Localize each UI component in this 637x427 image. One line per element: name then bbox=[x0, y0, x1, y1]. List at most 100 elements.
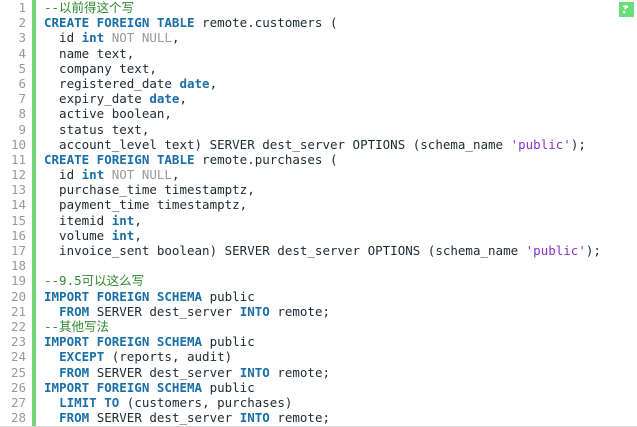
line-content: FROM SERVER dest_server INTO remote; bbox=[44, 365, 330, 380]
token-plain: registered_date bbox=[44, 75, 180, 91]
code-fold-icon[interactable] bbox=[619, 2, 634, 17]
token-kw: INTO bbox=[239, 364, 270, 380]
code-line[interactable]: 22--其他写法 bbox=[0, 319, 637, 334]
token-typ: int bbox=[111, 212, 135, 228]
token-kw: CREATE FOREIGN TABLE bbox=[44, 151, 195, 167]
line-number: 8 bbox=[18, 106, 26, 122]
token-plain: remote; bbox=[269, 364, 331, 380]
line-number: 13 bbox=[10, 182, 26, 198]
token-plain: ); bbox=[570, 136, 586, 152]
code-line[interactable]: 16 volume int, bbox=[0, 228, 637, 243]
code-line[interactable]: 15 itemid int, bbox=[0, 213, 637, 228]
line-number: 6 bbox=[18, 75, 26, 91]
code-line[interactable]: 12 id int NOT NULL, bbox=[0, 167, 637, 182]
code-line[interactable]: 5 company text, bbox=[0, 61, 637, 76]
token-kw: LIMIT TO bbox=[59, 394, 120, 410]
token-plain: SERVER dest_server bbox=[89, 364, 240, 380]
token-plain: name text, bbox=[44, 45, 135, 61]
token-plain bbox=[44, 304, 59, 319]
token-plain: public bbox=[202, 379, 255, 395]
token-kw: IMPORT FOREIGN SCHEMA bbox=[44, 334, 203, 350]
line-number: 7 bbox=[18, 91, 26, 107]
token-kw: FROM bbox=[59, 410, 90, 426]
token-cmt: --以前得这个写 bbox=[44, 0, 135, 15]
token-typ: int bbox=[81, 167, 105, 183]
line-content: volume int, bbox=[44, 228, 142, 243]
line-number: 4 bbox=[18, 45, 26, 61]
code-line[interactable]: 28 FROM SERVER dest_server INTO remote; bbox=[0, 410, 637, 425]
token-plain: SERVER dest_server bbox=[89, 410, 240, 426]
line-content: CREATE FOREIGN TABLE remote.customers ( bbox=[44, 15, 338, 30]
token-plain: , bbox=[171, 30, 180, 46]
token-plain: id bbox=[44, 167, 82, 183]
line-number: 15 bbox=[10, 212, 26, 228]
code-line[interactable]: 14 payment_time timestamptz, bbox=[0, 197, 637, 212]
token-kw: EXCEPT bbox=[59, 349, 105, 365]
token-typ: date bbox=[179, 75, 210, 91]
token-kw: FROM bbox=[59, 364, 90, 380]
code-line[interactable]: 9 status text, bbox=[0, 122, 637, 137]
line-number: 2 bbox=[18, 15, 26, 31]
code-line[interactable]: 19--9.5可以这么写 bbox=[0, 273, 637, 288]
token-cmt: --其他写法 bbox=[44, 318, 110, 334]
token-typ: int bbox=[81, 30, 105, 46]
token-plain: remote.customers ( bbox=[194, 15, 338, 31]
code-line[interactable]: 6 registered_date date, bbox=[0, 76, 637, 91]
token-kw: INTO bbox=[239, 410, 270, 426]
token-plain: public bbox=[202, 334, 255, 350]
code-line[interactable]: 4 name text, bbox=[0, 46, 637, 61]
code-line[interactable]: 3 id int NOT NULL, bbox=[0, 30, 637, 45]
token-plain: , bbox=[134, 227, 142, 243]
line-number: 14 bbox=[10, 197, 26, 213]
token-plain: id bbox=[44, 30, 82, 46]
code-line[interactable]: 2 CREATE FOREIGN TABLE remote.customers ( bbox=[0, 15, 637, 30]
line-content: active boolean, bbox=[44, 106, 172, 121]
line-number: 1 bbox=[18, 0, 26, 15]
code-line[interactable]: 8 active boolean, bbox=[0, 106, 637, 121]
line-number: 21 bbox=[10, 303, 26, 319]
line-content: account_level text) SERVER dest_server O… bbox=[44, 137, 586, 152]
line-content: name text, bbox=[44, 46, 134, 61]
token-plain: purchase_time timestamptz, bbox=[44, 182, 255, 198]
token-plain bbox=[44, 395, 59, 410]
token-plain: company text, bbox=[44, 60, 157, 76]
token-kw: IMPORT FOREIGN SCHEMA bbox=[44, 379, 203, 395]
token-str: 'public' bbox=[525, 243, 586, 258]
token-plain: remote.purchases ( bbox=[194, 151, 338, 167]
token-plain: expiry_date bbox=[44, 91, 150, 107]
code-line[interactable]: 1 --以前得这个写 bbox=[0, 0, 637, 15]
line-content: CREATE FOREIGN TABLE remote.purchases ( bbox=[44, 152, 338, 167]
code-line[interactable]: 7 expiry_date date, bbox=[0, 91, 637, 106]
line-content: --以前得这个写 bbox=[44, 0, 134, 15]
token-plain: status text, bbox=[44, 121, 150, 137]
code-line[interactable]: 25 FROM SERVER dest_server INTO remote; bbox=[0, 365, 637, 380]
line-content: invoice_sent boolean) SERVER dest_server… bbox=[44, 243, 601, 258]
code-line[interactable]: 27 LIMIT TO (customers, purchases) bbox=[0, 395, 637, 410]
line-number: 12 bbox=[10, 167, 26, 183]
token-plain: volume bbox=[44, 227, 112, 243]
line-content: IMPORT FOREIGN SCHEMA public bbox=[44, 289, 255, 304]
line-content: id int NOT NULL, bbox=[44, 30, 180, 46]
code-line[interactable]: 13 purchase_time timestamptz, bbox=[0, 182, 637, 197]
code-line[interactable]: 17 invoice_sent boolean) SERVER dest_ser… bbox=[0, 243, 637, 258]
code-line[interactable]: 24 EXCEPT (reports, audit) bbox=[0, 349, 637, 364]
code-line[interactable]: 18 bbox=[0, 258, 637, 273]
token-str: 'public' bbox=[510, 136, 571, 152]
line-content: LIMIT TO (customers, purchases) bbox=[44, 395, 292, 410]
code-line[interactable]: 20 IMPORT FOREIGN SCHEMA public bbox=[0, 289, 637, 304]
token-plain bbox=[104, 167, 112, 182]
code-line[interactable]: 10 account_level text) SERVER dest_serve… bbox=[0, 137, 637, 152]
token-plain: , bbox=[179, 91, 187, 107]
line-number: 20 bbox=[10, 288, 26, 304]
code-line[interactable]: 21 FROM SERVER dest_server INTO remote; bbox=[0, 304, 637, 319]
token-plain bbox=[44, 365, 59, 380]
token-nullkw: NOT NULL bbox=[111, 30, 172, 46]
line-content: EXCEPT (reports, audit) bbox=[44, 349, 232, 364]
vcs-change-bar bbox=[32, 0, 36, 426]
